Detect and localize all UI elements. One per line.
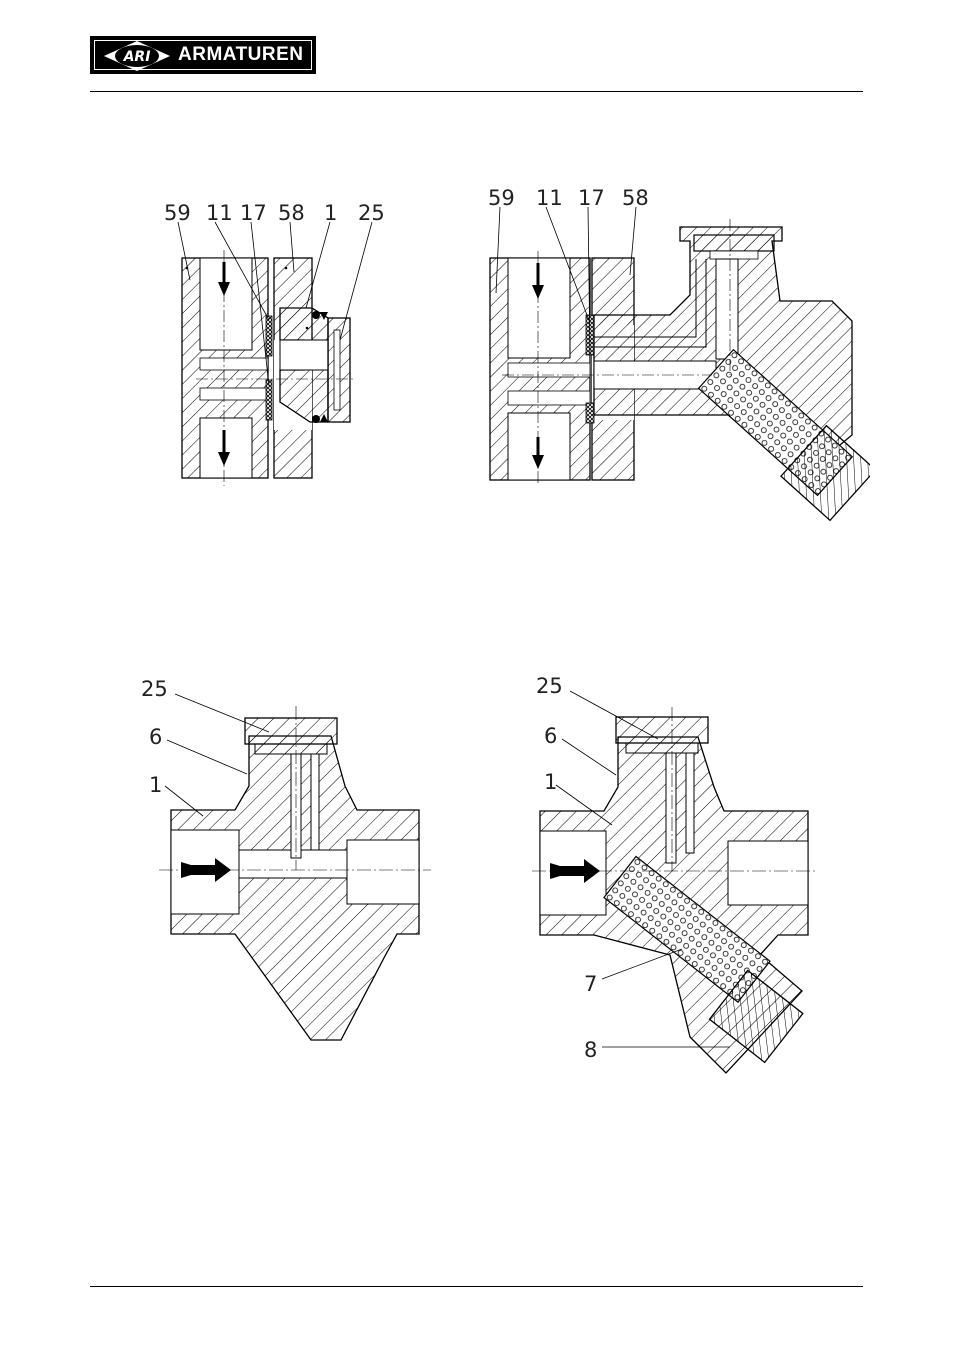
label-1: 1	[544, 770, 557, 794]
label-25: 25	[536, 674, 563, 698]
label-1: 1	[149, 773, 162, 797]
label-11: 11	[536, 186, 563, 210]
logo-text: ARMATUREN	[178, 44, 304, 66]
label-59: 59	[164, 201, 191, 225]
brand-logo: ARI ARMATUREN	[90, 36, 316, 74]
label-58: 58	[278, 201, 305, 225]
ari-emblem-icon: ARI	[102, 40, 172, 72]
header-rule	[90, 91, 863, 92]
fig-top-right: 59 11 17 58	[480, 175, 870, 550]
label-6: 6	[544, 724, 557, 748]
label-25: 25	[141, 677, 168, 701]
footer-rule	[90, 1286, 863, 1287]
label-6: 6	[149, 725, 162, 749]
fig-top-left: 59 11 17 58 1 25	[150, 190, 410, 490]
inlet-bore	[200, 258, 252, 350]
label-1: 1	[324, 201, 337, 225]
outlet-bore	[728, 841, 808, 905]
fig-bottom-left: 25 6 1	[135, 670, 440, 1055]
label-7: 7	[584, 972, 597, 996]
label-58: 58	[622, 186, 649, 210]
outlet-bore	[347, 840, 419, 904]
label-11: 11	[206, 201, 233, 225]
label-17: 17	[240, 201, 267, 225]
gasket-11	[266, 316, 272, 356]
label-59: 59	[488, 186, 515, 210]
label-25: 25	[358, 201, 385, 225]
cap-25	[616, 717, 708, 743]
label-8: 8	[584, 1038, 597, 1062]
label-17: 17	[578, 186, 605, 210]
logo-emblem-text: ARI	[123, 49, 151, 65]
cap-25	[245, 718, 337, 744]
fig-bottom-right: 25 6 1 7 8	[520, 665, 840, 1080]
outlet-bore	[200, 418, 252, 478]
